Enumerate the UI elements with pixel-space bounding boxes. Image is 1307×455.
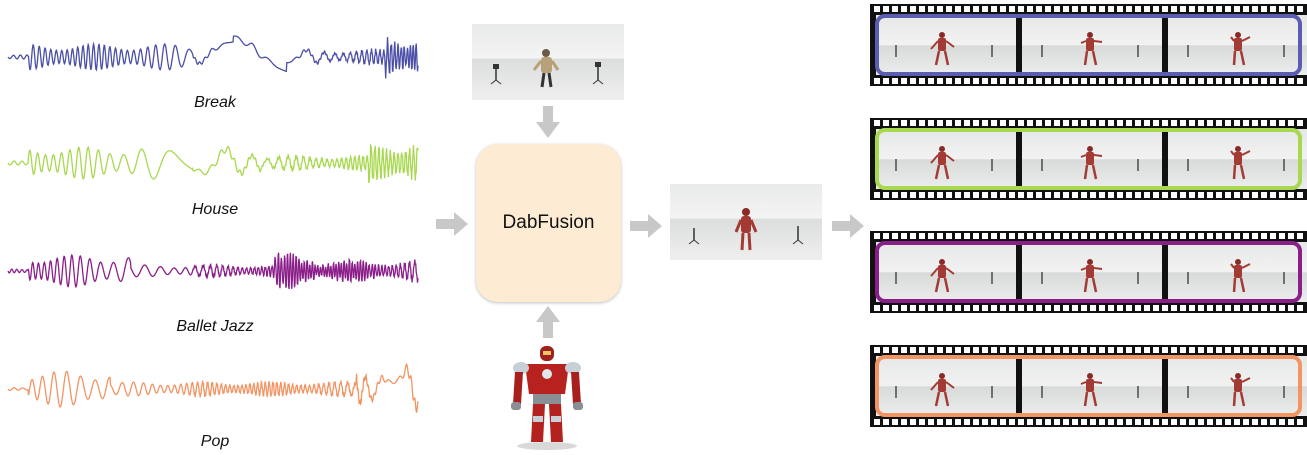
film-frame: [1168, 356, 1307, 416]
waveform-label-break: Break: [194, 94, 236, 111]
dancer-figure-icon: [1187, 146, 1285, 180]
arrow-up-icon: [536, 306, 560, 338]
film-frame: [1168, 15, 1307, 75]
dancer-figure-icon: [1041, 146, 1139, 180]
film-perforations: [874, 78, 1303, 84]
dancer-figure-icon: [1041, 373, 1139, 407]
film-frame: [876, 356, 1016, 416]
film-perforations: [874, 305, 1303, 311]
film-frame: [1168, 242, 1307, 302]
film-strip: [870, 231, 1307, 313]
character-robot-icon: [511, 346, 583, 450]
film-perforations: [874, 233, 1303, 239]
dancer-figure-icon: [1041, 32, 1139, 66]
film-strip: [870, 118, 1307, 200]
film-perforations: [874, 192, 1303, 198]
film-frame: [876, 15, 1016, 75]
generated-video-frame: [670, 184, 822, 260]
dabfusion-model-box: DabFusion: [476, 144, 621, 302]
arrow-right-icon: [436, 212, 468, 236]
film-perforations: [874, 419, 1303, 425]
reference-video-frame: [472, 24, 624, 100]
film-frames: [876, 242, 1307, 302]
arrow-right-icon: [630, 214, 662, 238]
film-frames: [876, 129, 1307, 189]
dancer-figure-icon: [895, 146, 993, 180]
dancer-figure-icon: [1187, 373, 1285, 407]
waveform-ballet-jazz: [7, 252, 419, 290]
waveform-pop: [7, 363, 419, 413]
dancer-figure-icon: [1187, 32, 1285, 66]
dancer-figure-icon: [895, 32, 993, 66]
film-frame: [1022, 15, 1162, 75]
film-strip: [870, 345, 1307, 427]
film-frames: [876, 356, 1307, 416]
waveform-label-pop: Pop: [200, 433, 230, 450]
model-label: DabFusion: [502, 212, 595, 233]
film-frame: [1022, 242, 1162, 302]
film-frame: [1022, 356, 1162, 416]
film-strip: [870, 4, 1307, 86]
waveform-house: [7, 142, 419, 184]
waveform-break: [7, 35, 419, 79]
film-frame: [1022, 129, 1162, 189]
music-waveforms: [7, 35, 419, 413]
waveform-label-house: House: [191, 201, 239, 218]
dancer-figure-icon: [688, 208, 804, 251]
dancer-figure-icon: [895, 259, 993, 293]
arrow-down-icon: [536, 106, 560, 138]
film-frame: [876, 129, 1016, 189]
film-perforations: [874, 6, 1303, 12]
dancer-figure-icon: [1187, 259, 1285, 293]
dancer-figure-icon: [1041, 259, 1139, 293]
film-frame: [876, 242, 1016, 302]
film-perforations: [874, 120, 1303, 126]
film-perforations: [874, 347, 1303, 353]
film-frame: [1168, 129, 1307, 189]
dancer-figure-icon: [895, 373, 993, 407]
arrow-right-icon: [832, 214, 864, 238]
waveform-label-ballet-jazz: Ballet Jazz: [176, 318, 254, 335]
dancer-figure-icon: [490, 49, 604, 88]
film-frames: [876, 15, 1307, 75]
